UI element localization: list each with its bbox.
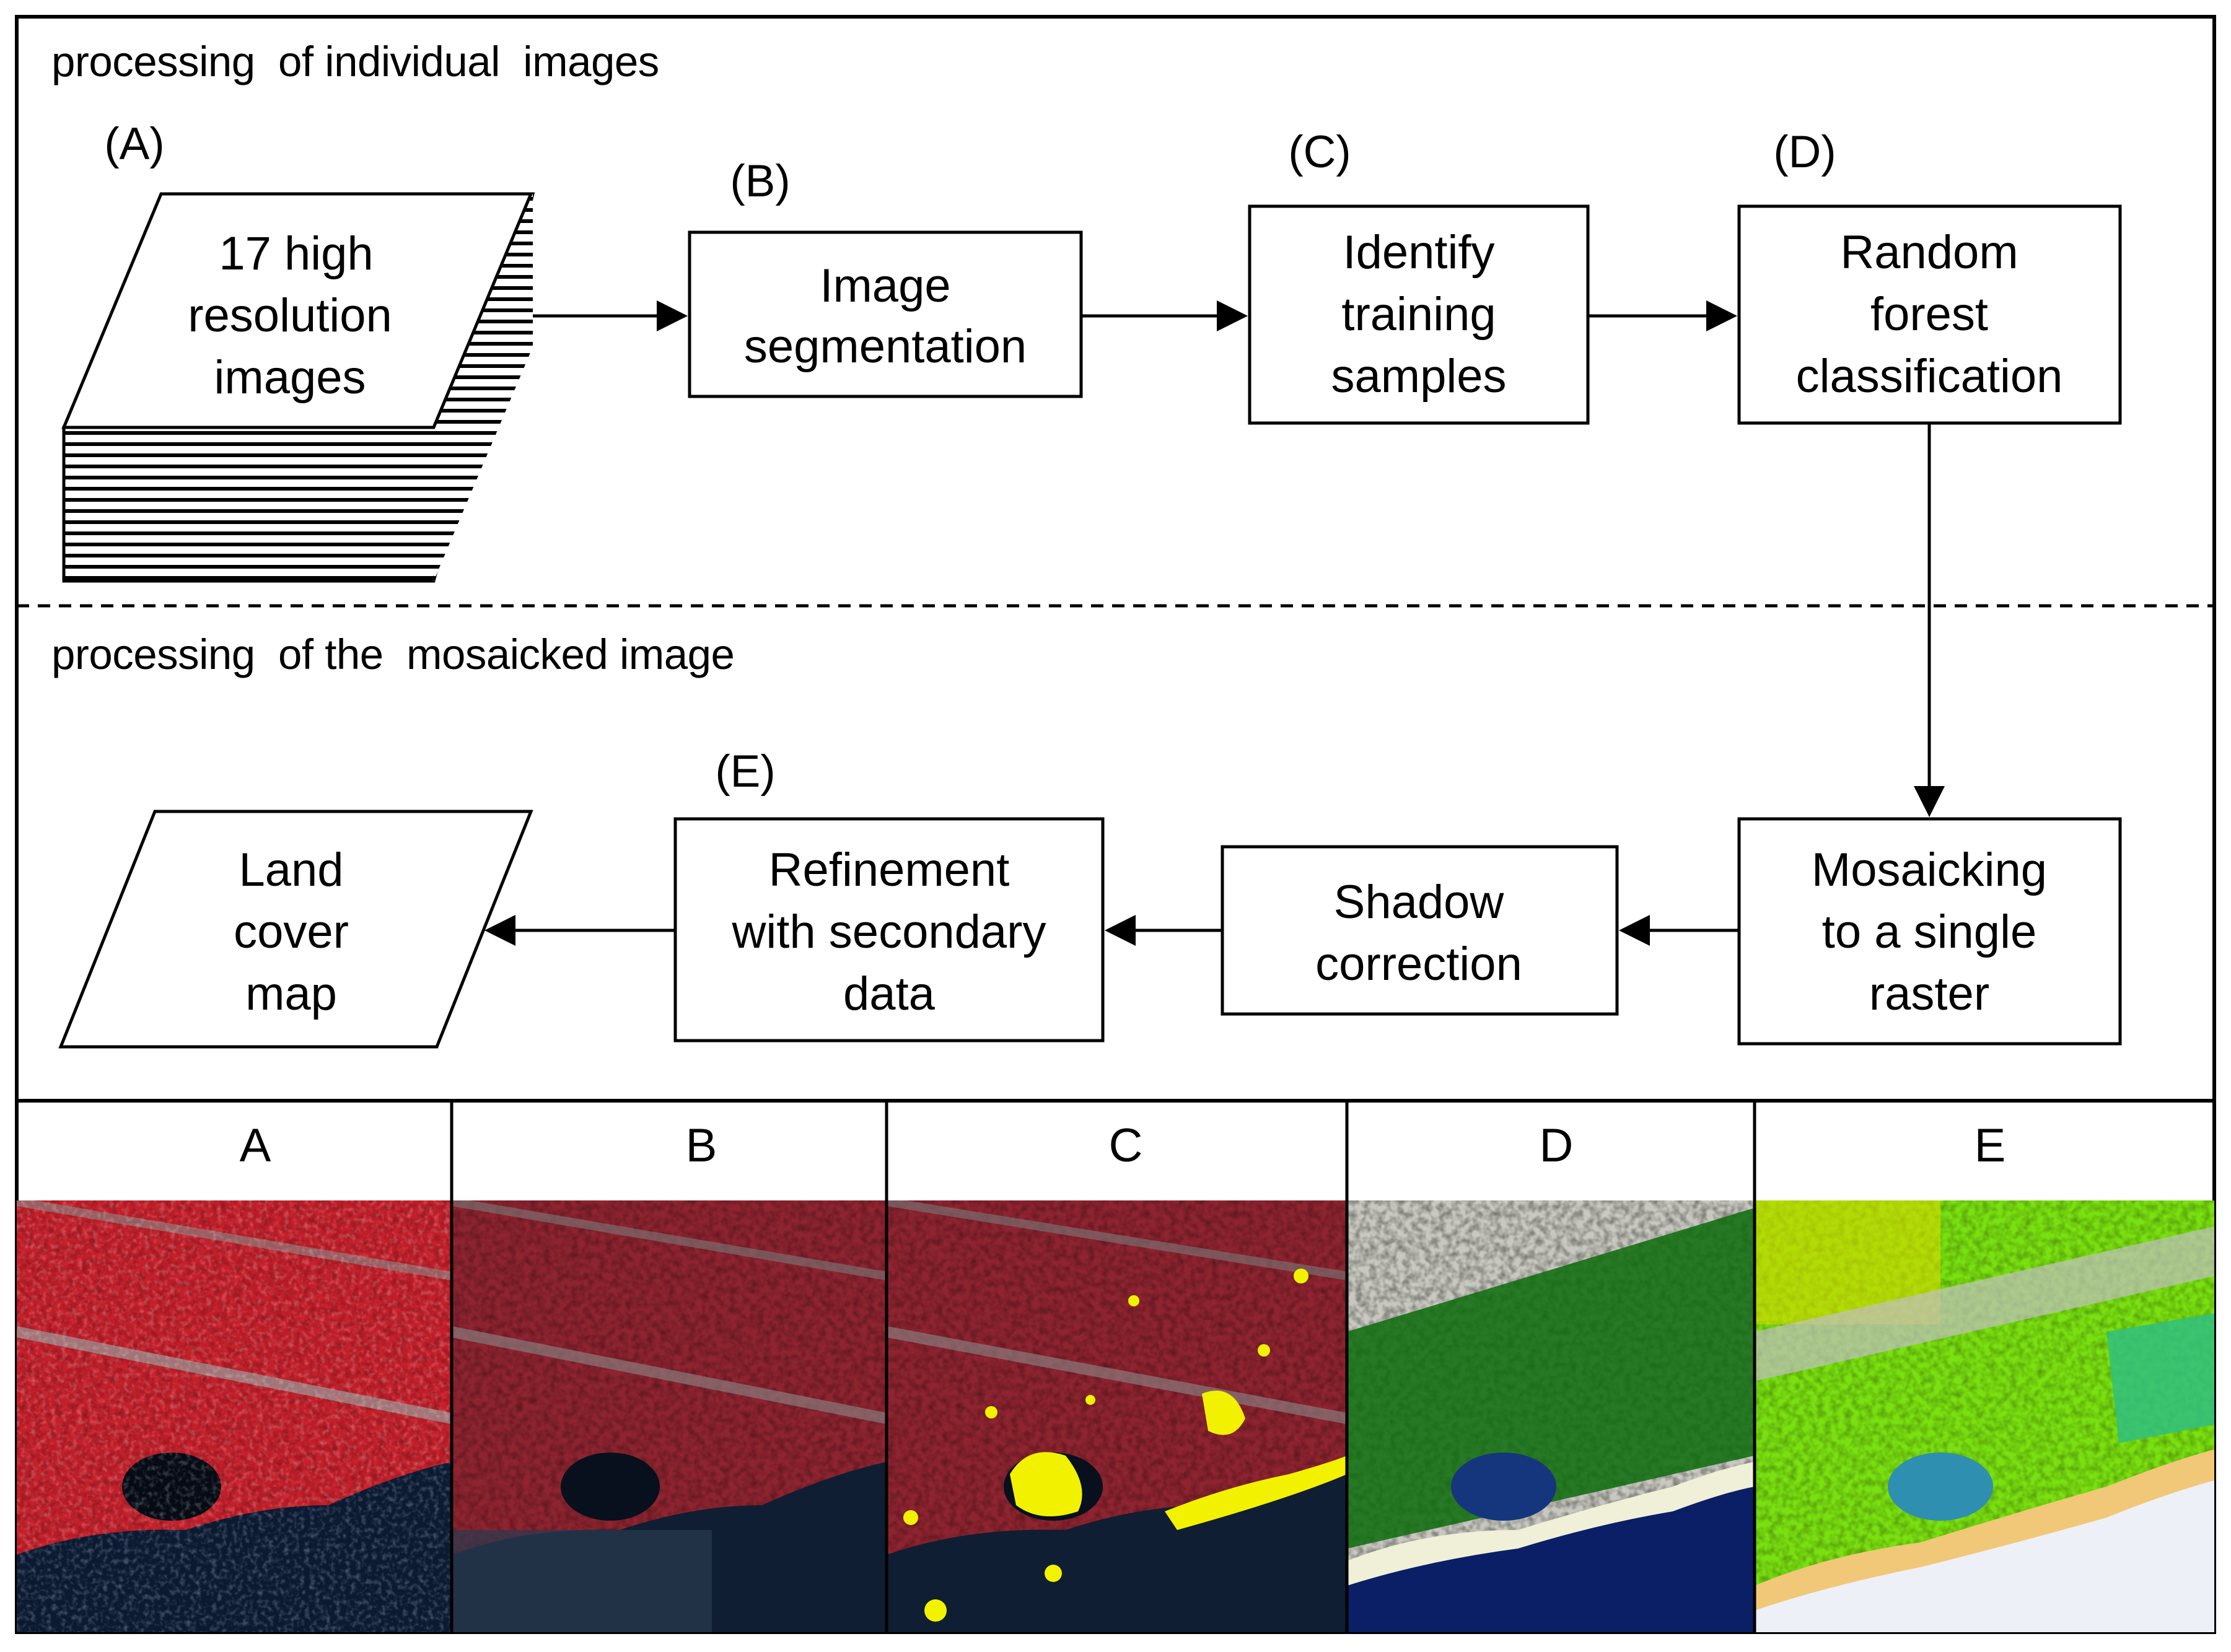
mosaicking-line-3: raster [1869,968,1989,1020]
step-label-c: (C) [1288,127,1351,177]
land-cover-line-1: Land [239,844,343,896]
section-label-mosaicked: processing of the mosaicked image [51,631,734,678]
shadow-line-1: Shadow [1334,876,1505,929]
refinement-line-2: with secondary [732,906,1046,958]
section-label-individual: processing of individual images [51,38,659,85]
mosaicking-box: Mosaicking to a single raster [1737,817,2122,1046]
panel-title-c: C [1109,1119,1143,1172]
images-stack-node: 17 high resolution images [61,192,535,583]
shadow-correction-box: Shadow correction [1221,845,1619,1016]
step-label-d: (D) [1773,127,1836,177]
panel-title-e: E [1975,1119,2006,1172]
panel-image-e [1755,1200,2214,1632]
panel-image-c [887,1200,1347,1632]
step-label-e: (E) [715,746,775,797]
mosaicking-line-1: Mosaicking [1812,844,2047,896]
land-cover-map-node: Land cover map [58,810,533,1049]
step-label-b: (B) [730,156,790,206]
mosaicking-line-2: to a single [1822,906,2036,958]
refinement-line-3: data [843,968,936,1020]
random-forest-box: Random forest classification [1737,204,2122,425]
panel-image-a [17,1200,452,1632]
step-label-a: (A) [104,119,164,169]
training-line-1: Identify [1343,226,1494,279]
images-line-2: resolution [188,289,392,342]
training-samples-box: Identify training samples [1248,204,1590,425]
images-line-1: 17 high [219,227,373,280]
training-line-3: samples [1331,350,1507,403]
segmentation-line-2: segmentation [744,320,1027,373]
panel-image-d [1347,1200,1755,1632]
panel-title-a: A [240,1119,271,1172]
random-forest-line-2: forest [1870,288,1988,341]
random-forest-line-1: Random [1840,226,2018,279]
panel-title-d: D [1540,1119,1574,1172]
training-line-2: training [1341,288,1496,341]
refinement-box: Refinement with secondary data [673,817,1105,1042]
segmentation-box: Image segmentation [688,230,1083,398]
panel-title-b: B [686,1119,717,1172]
segmentation-line-1: Image [820,260,950,312]
panel-image-b [452,1200,887,1632]
land-cover-line-2: cover [234,906,349,958]
images-line-3: images [214,351,366,404]
shadow-line-2: correction [1315,938,1522,990]
random-forest-line-3: classification [1796,350,2063,403]
land-cover-line-3: map [245,968,337,1020]
refinement-line-1: Refinement [769,844,1010,896]
